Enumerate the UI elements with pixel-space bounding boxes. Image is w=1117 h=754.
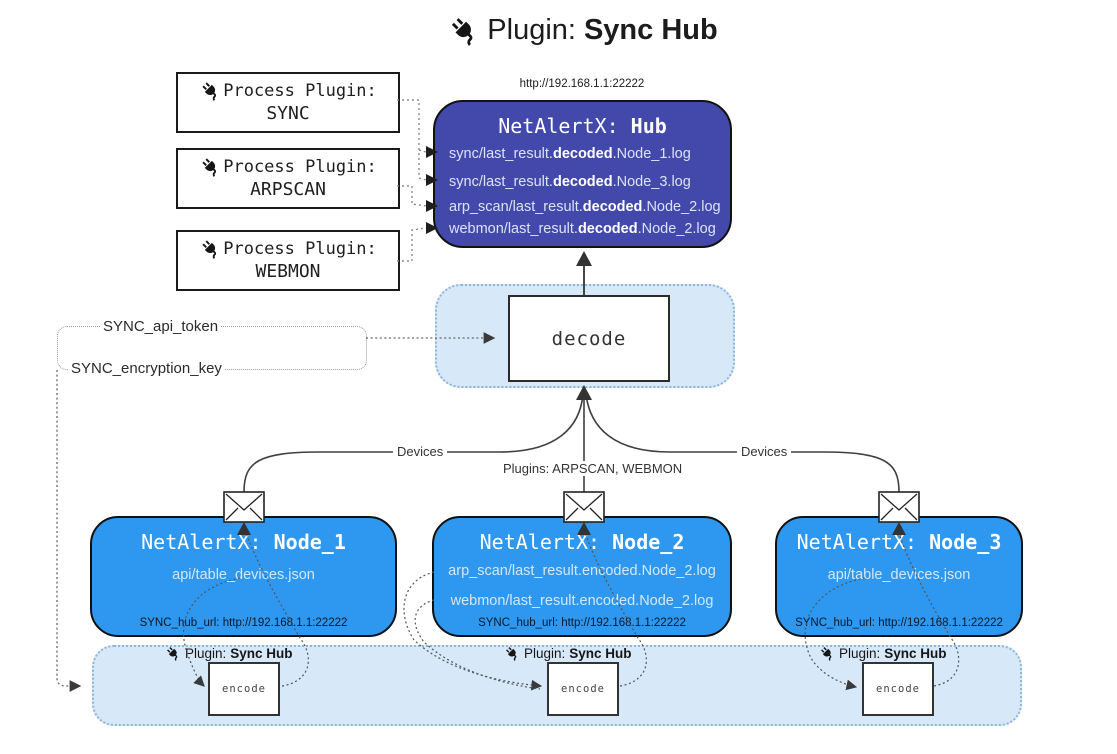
hub-box: NetAlertX: Hub sync/last_result.decoded.…: [433, 100, 732, 248]
edge-sync-to-hub: [397, 99, 427, 181]
decode-label: decode: [551, 327, 627, 350]
hub-url: http://192.168.1.1:22222: [519, 78, 645, 90]
node-hub-url: SYNC_hub_url: http://192.168.1.1:22222: [795, 617, 1003, 629]
title-name: Sync Hub: [583, 14, 718, 46]
hub-title-prefix: NetAlertX:: [498, 114, 619, 138]
encode-box-node1: encode: [208, 662, 280, 716]
node-files: api/table_devices.json: [777, 560, 1021, 590]
plug-icon: [443, 9, 485, 51]
node-file: api/table_devices.json: [827, 567, 971, 583]
process-plugin-webmon: Process Plugin: WEBMON: [176, 230, 400, 291]
node-file: webmon/last_result.encoded.Node_2.log: [450, 593, 714, 609]
node-files: arp_scan/last_result.encoded.Node_2.log …: [434, 556, 730, 616]
node-title: NetAlertX: Node_1: [141, 530, 346, 554]
plug-icon: [502, 643, 523, 664]
hub-title-name: Hub: [630, 114, 667, 138]
plug-icon: [197, 153, 225, 181]
process-plugin-label: Process Plugin:: [223, 81, 377, 101]
plug-icon: [817, 643, 838, 664]
encode-box-node2: encode: [547, 662, 619, 716]
node-hub-url: SYNC_hub_url: http://192.168.1.1:22222: [478, 617, 686, 629]
process-plugin-name: SYNC: [266, 103, 310, 124]
encode-box-node3: encode: [862, 662, 934, 716]
process-plugin-name: WEBMON: [255, 261, 321, 282]
process-plugin-label: Process Plugin:: [223, 157, 377, 177]
process-plugin-label: Process Plugin:: [223, 239, 377, 259]
edge-node3-devices: [585, 393, 900, 493]
process-plugin-sync: Process Plugin: SYNC: [176, 72, 400, 133]
encoder-label-node3: Plugin:Sync Hub: [820, 646, 947, 661]
title-label: Plugin:: [487, 14, 576, 46]
sync-api-token-label: SYNC_api_token: [100, 318, 222, 335]
edge-secrets-to-encoders: [56, 370, 82, 692]
plug-icon: [197, 235, 225, 263]
plug-icon: [163, 643, 184, 664]
hub-title: NetAlertX: Hub: [435, 114, 730, 138]
hub-file-line: sync/last_result.decoded.Node_3.log: [449, 174, 691, 190]
node-title: NetAlertX: Node_2: [479, 530, 685, 554]
edge-arpscan-to-hub: [397, 185, 427, 207]
node-hub-url: SYNC_hub_url: http://192.168.1.1:22222: [139, 617, 348, 629]
decode-box: decode: [508, 295, 670, 382]
node-file: arp_scan/last_result.encoded.Node_2.log: [448, 563, 716, 579]
page-title: Plugin: Sync Hub: [449, 14, 718, 47]
encoder-label-node2: Plugin:Sync Hub: [505, 646, 632, 661]
encoder-label-node1: Plugin:Sync Hub: [166, 646, 293, 661]
hub-file-line: arp_scan/last_result.decoded.Node_2.log: [449, 199, 721, 215]
hub-file-line: sync/last_result.decoded.Node_1.log: [449, 146, 691, 162]
node-title: NetAlertX: Node_3: [796, 530, 1002, 554]
process-plugin-arpscan: Process Plugin: ARPSCAN: [176, 148, 400, 209]
plugins-edge-label: Plugins: ARPSCAN, WEBMON: [499, 461, 687, 476]
devices-label-left: Devices: [393, 444, 448, 459]
plug-icon: [197, 77, 225, 105]
decode-to-hub-arrowhead: [576, 251, 592, 266]
node-3-box: NetAlertX: Node_3 api/table_devices.json…: [775, 516, 1023, 637]
node-1-box: NetAlertX: Node_1 api/table_devices.json…: [90, 516, 397, 637]
sync-encryption-key-label: SYNC_encryption_key: [68, 360, 225, 377]
edge-sync-to-hub-branch: [418, 149, 427, 153]
edge-node1-devices: [243, 393, 584, 493]
devices-label-right: Devices: [737, 444, 792, 459]
hub-file-line: webmon/last_result.decoded.Node_2.log: [449, 221, 716, 237]
edge-webmon-to-hub: [397, 227, 427, 262]
node-2-box: NetAlertX: Node_2 arp_scan/last_result.e…: [432, 516, 732, 637]
process-plugin-name: ARPSCAN: [250, 179, 326, 200]
node-files: api/table_devices.json: [92, 560, 395, 590]
node-file: api/table_devices.json: [172, 567, 315, 583]
